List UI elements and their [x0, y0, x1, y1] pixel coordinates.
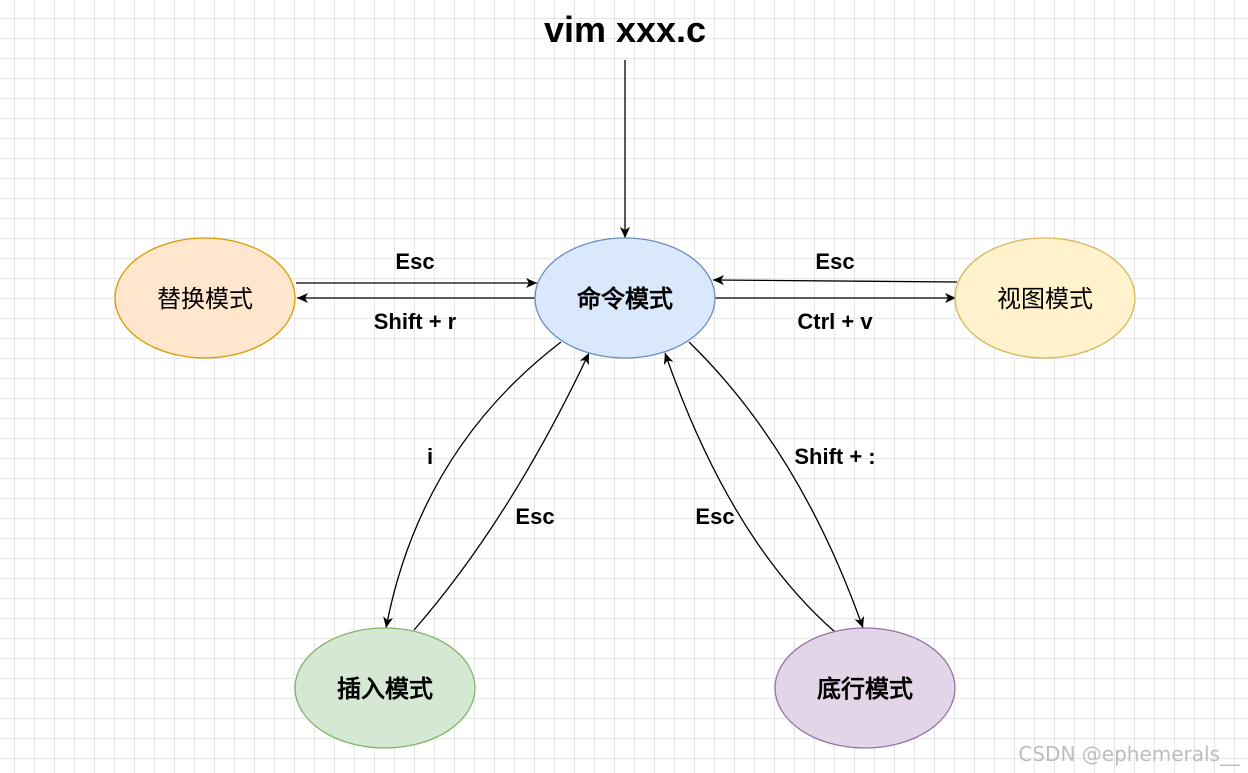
- edge-label-lastline-to-command: Esc: [695, 504, 734, 529]
- node-visual-ellipse: [954, 237, 1136, 359]
- edge-label-replace-to-command: Esc: [395, 249, 434, 274]
- node-command-ellipse: [534, 237, 716, 359]
- node-insert-mode: 插入模式: [294, 627, 476, 749]
- node-replace-label: 替换模式: [157, 285, 253, 313]
- node-lastline-mode: 底行模式: [774, 627, 956, 749]
- edge-label-command-to-insert: i: [427, 444, 433, 469]
- title-text: vim xxx.c: [544, 9, 706, 50]
- edge-label-insert-to-command: Esc: [515, 504, 554, 529]
- node-lastline-label: 底行模式: [817, 675, 913, 703]
- edge-label-command-to-visual: Ctrl + v: [797, 309, 873, 334]
- node-visual-mode: 视图模式: [954, 237, 1136, 359]
- edge-visual-to-command: [712, 275, 958, 286]
- edge-lastline-to-command: [663, 352, 836, 633]
- node-insert-label: 插入模式: [337, 675, 433, 703]
- edge-command-to-lastline: [688, 341, 865, 629]
- node-command-label: 命令模式: [577, 285, 673, 313]
- edge-insert-to-command: [413, 352, 590, 631]
- node-command-mode: 命令模式: [534, 237, 716, 359]
- edge-label-command-to-replace: Shift + r: [374, 309, 457, 334]
- edge-command-to-insert: [383, 341, 562, 629]
- edge-label-visual-to-command: Esc: [815, 249, 854, 274]
- edge-label-command-to-lastline: Shift + :: [794, 444, 875, 469]
- node-visual-label: 视图模式: [997, 285, 1093, 313]
- node-replace-mode: 替换模式: [114, 237, 296, 359]
- watermark-text: CSDN @ephemerals__: [1018, 742, 1241, 766]
- node-replace-ellipse: [114, 237, 296, 359]
- node-insert-ellipse: [294, 627, 476, 749]
- node-lastline-ellipse: [774, 627, 956, 749]
